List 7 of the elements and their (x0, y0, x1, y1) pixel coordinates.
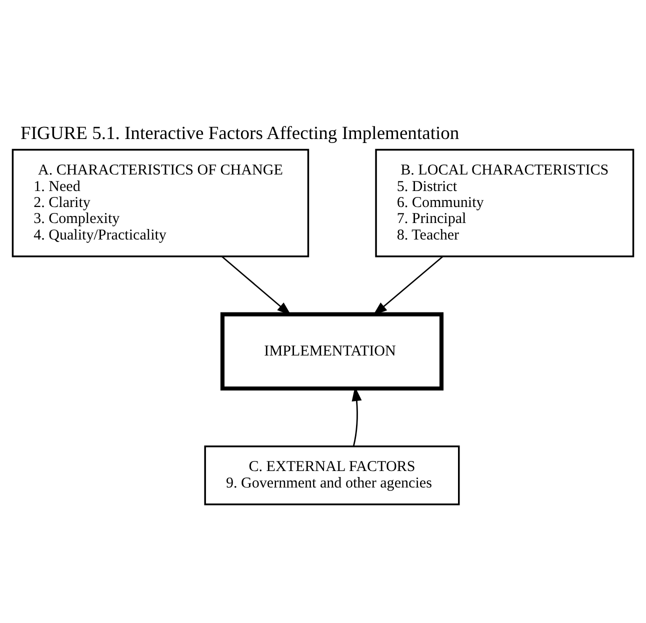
node-box: C. EXTERNAL FACTORS 9. Government and other agencies (204, 445, 460, 505)
node-box: B. LOCAL CHARACTERISTICS 5. District 6. Community 7. Principal 8. Teacher (375, 148, 634, 257)
node-box: IMPLEMENTATION (220, 312, 444, 390)
arrow (221, 256, 292, 316)
arrow (372, 256, 444, 316)
diagram-title: FIGURE 5.1. Interactive Factors Affecting Implementation (20, 122, 460, 144)
node-box: A. CHARACTERISTICS OF CHANGE 1. Need 2. Clarity 3. Complexity 4. Quality/Practicality (12, 148, 310, 257)
